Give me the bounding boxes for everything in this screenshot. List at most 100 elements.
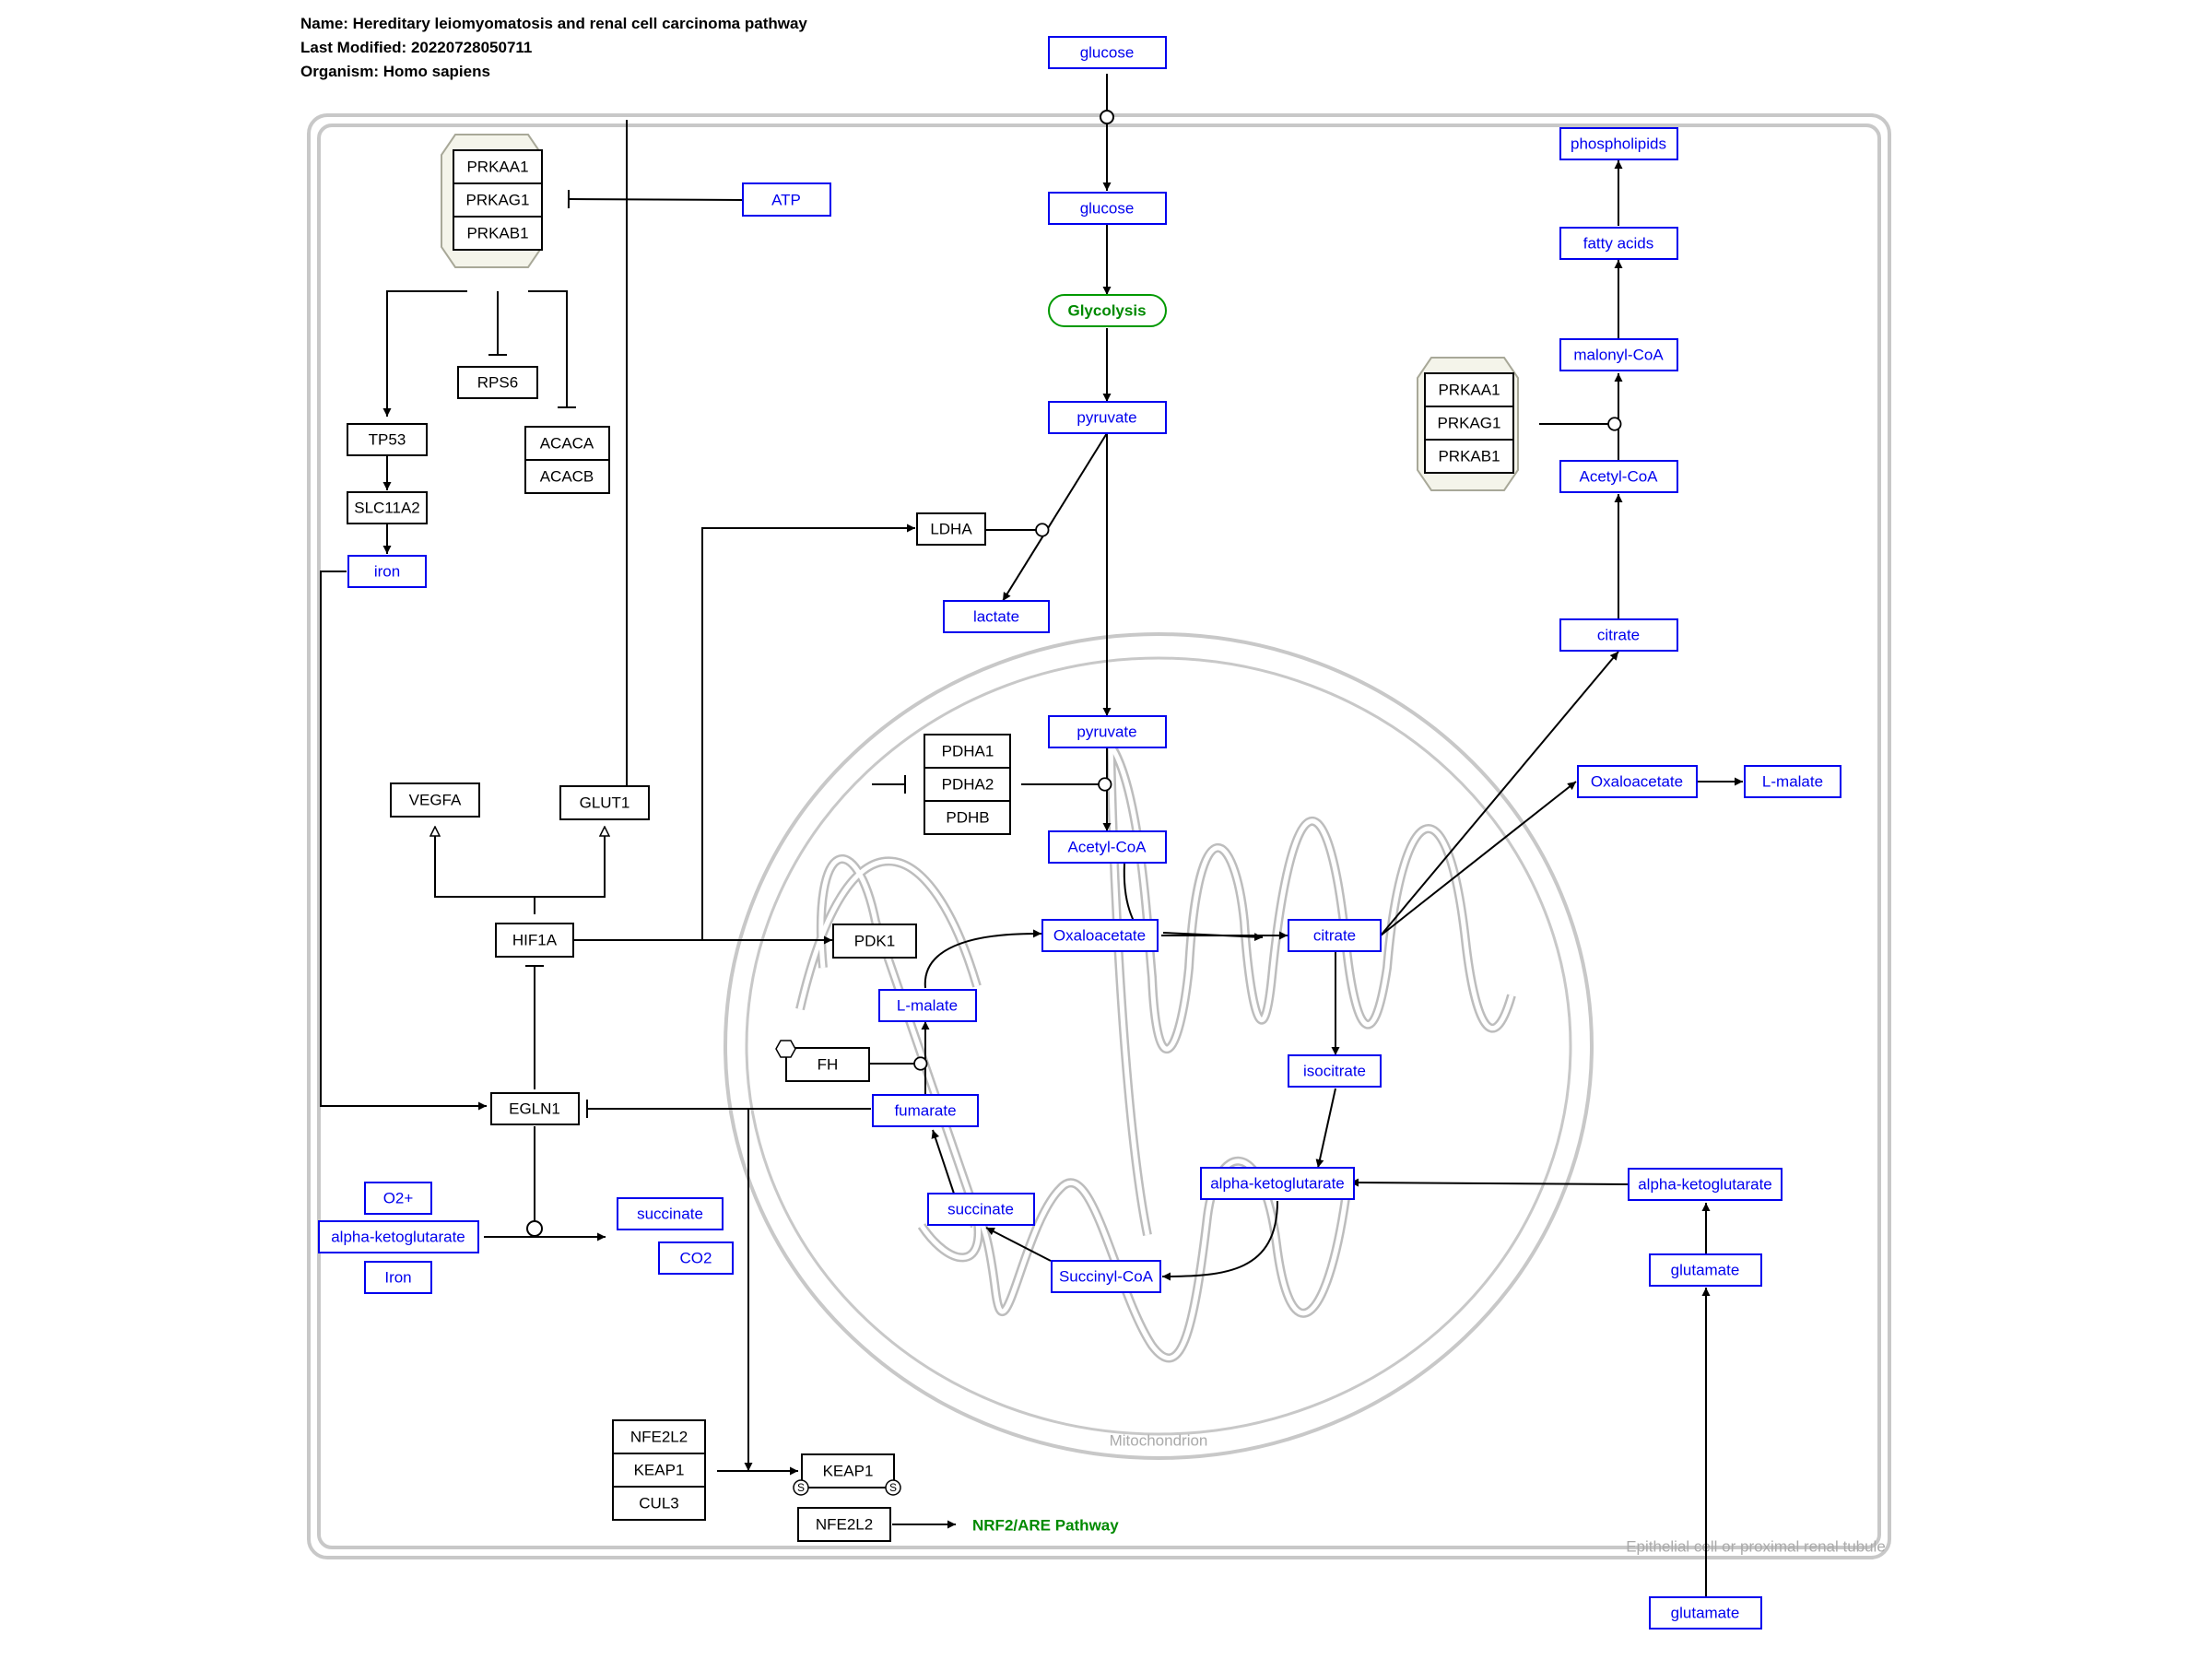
gene-tp53[interactable] xyxy=(347,423,428,456)
metabolite-fumarate[interactable] xyxy=(872,1094,979,1127)
metabolite-glutamate-cyto[interactable] xyxy=(1649,1253,1762,1287)
gene-pdk1-label: PDK1 xyxy=(854,933,895,950)
metabolite-succinate-mito[interactable] xyxy=(927,1193,1035,1226)
metabolite-iron[interactable] xyxy=(347,555,427,588)
organism: Organism: Homo sapiens xyxy=(300,63,490,80)
metabolite-fattyacids[interactable] xyxy=(1559,227,1678,260)
pathway-glycolysis-label: Glycolysis xyxy=(1067,302,1146,320)
gene-acacb[interactable] xyxy=(524,459,610,494)
pathway-glycolysis[interactable] xyxy=(1048,294,1167,327)
gene-acaca[interactable] xyxy=(524,426,610,461)
metabolite-atp-label: ATP xyxy=(771,192,801,209)
metabolite-co2[interactable] xyxy=(658,1241,734,1275)
metabolite-glucose[interactable] xyxy=(1048,192,1167,225)
gene-keap1-complex[interactable] xyxy=(612,1453,706,1488)
metabolite-lmalate-cyto[interactable] xyxy=(1744,765,1841,798)
metabolite-fattyacids-label: fatty acids xyxy=(1583,235,1654,253)
metabolite-malonylcoa[interactable] xyxy=(1559,338,1678,371)
metabolite-succinate-mito-label: succinate xyxy=(947,1201,1014,1218)
gene-vegfa[interactable] xyxy=(390,782,480,818)
metabolite-malonylcoa-label: malonyl-CoA xyxy=(1573,347,1664,364)
gene-pdhb-label: PDHB xyxy=(946,809,989,827)
gene-hif1a[interactable] xyxy=(495,923,574,958)
metabolite-fumarate-label: fumarate xyxy=(894,1102,956,1120)
metabolite-akg-mito[interactable] xyxy=(1200,1167,1355,1200)
metabolite-acetylcoa-mito[interactable] xyxy=(1048,830,1167,864)
metabolite-citrate-cyto[interactable] xyxy=(1559,618,1678,652)
metabolite-pyruvate-mito[interactable] xyxy=(1048,715,1167,748)
gene-fh[interactable] xyxy=(785,1047,870,1082)
cell-compartment xyxy=(307,113,1891,1559)
gene-pdk1[interactable] xyxy=(832,924,917,959)
metabolite-acetylcoa-cyto[interactable] xyxy=(1559,460,1678,493)
gene-cul3-label: CUL3 xyxy=(639,1495,678,1512)
metabolite-glucose-ext-label: glucose xyxy=(1080,44,1135,62)
metabolite-akg-cyto[interactable] xyxy=(1628,1168,1783,1201)
gene-glut1[interactable] xyxy=(559,785,650,820)
metabolite-phospholipids[interactable] xyxy=(1559,127,1678,160)
metabolite-pyruvate[interactable] xyxy=(1048,401,1167,434)
metabolite-isocitrate[interactable] xyxy=(1288,1054,1382,1088)
ampk-complex-2: PRKAA1 PRKAG1 PRKAB1 xyxy=(1417,357,1519,491)
gene-glut1-label: GLUT1 xyxy=(580,794,630,812)
metabolites: glucose glucose pyruvate lactate pyruvat… xyxy=(318,36,1841,1630)
pathway-nrf2[interactable]: NRF2/ARE Pathway xyxy=(972,1517,1119,1535)
metabolite-acetylcoa-cyto-label: Acetyl-CoA xyxy=(1579,468,1658,486)
gene-acaca-label: ACACA xyxy=(540,435,594,453)
metabolite-o2-label: O2+ xyxy=(383,1190,414,1207)
modification-s-right xyxy=(885,1479,901,1496)
metabolite-glutamate-ext[interactable] xyxy=(1649,1596,1762,1630)
gene-prkaa1-label: PRKAA1 xyxy=(466,159,528,176)
modification-s-left-label: S xyxy=(797,1481,805,1494)
metabolite-pyruvate-label: pyruvate xyxy=(1077,409,1136,427)
metabolite-akg-left[interactable] xyxy=(318,1220,479,1253)
metabolite-acetylcoa-mito-label: Acetyl-CoA xyxy=(1067,839,1147,856)
metabolite-co2-label: CO2 xyxy=(680,1250,712,1267)
metabolite-akg-mito-label: alpha-ketoglutarate xyxy=(1210,1175,1345,1193)
metabolite-atp[interactable] xyxy=(742,182,831,217)
metabolite-oxaloacetate-cyto[interactable] xyxy=(1577,765,1698,798)
metabolite-lmalate-mito-label: L-malate xyxy=(897,997,958,1015)
metabolite-oxaloacetate-mito[interactable] xyxy=(1041,919,1159,952)
gene-cul3[interactable] xyxy=(612,1486,706,1521)
metabolite-o2[interactable] xyxy=(364,1182,432,1215)
metabolite-glutamate-cyto-label: glutamate xyxy=(1671,1262,1740,1279)
gene-pdha2[interactable] xyxy=(924,767,1011,802)
metabolite-iron2[interactable] xyxy=(364,1261,432,1294)
gene-nfe2l2-complex-label: NFE2L2 xyxy=(630,1429,688,1446)
metabolite-glutamate-ext-label: glutamate xyxy=(1671,1605,1740,1622)
metabolite-succinylcoa[interactable] xyxy=(1051,1260,1161,1293)
gene-prkaa1-2[interactable] xyxy=(1424,372,1514,407)
gene-prkab1-2-label: PRKAB1 xyxy=(1438,448,1500,465)
metabolite-succinate-out-label: succinate xyxy=(637,1206,703,1223)
gene-prkaa1-2-label: PRKAA1 xyxy=(1438,382,1500,399)
interaction-edges xyxy=(320,74,1743,1597)
metabolite-citrate-mito-label: citrate xyxy=(1313,927,1356,945)
gene-prkab1-2[interactable] xyxy=(1424,439,1514,474)
metabolite-succinate-out[interactable] xyxy=(617,1197,724,1230)
cell-label: Epithelial cell or proximal renal tubule xyxy=(1626,1538,1886,1556)
genes: RPS6 TP53 SLC11A2 LDHA VEGFA GLUT1 HIF1A… xyxy=(347,366,986,1542)
gene-keap1[interactable] xyxy=(801,1453,895,1488)
gene-acacb-label: ACACB xyxy=(540,468,594,486)
metabolite-citrate-cyto-label: citrate xyxy=(1597,627,1640,644)
gene-slc11a2[interactable] xyxy=(347,491,428,524)
nrf-complex: NFE2L2 KEAP1 CUL3 xyxy=(612,1419,706,1521)
metabolite-akg-left-label: alpha-ketoglutarate xyxy=(331,1229,465,1246)
metabolite-isocitrate-label: isocitrate xyxy=(1303,1063,1366,1080)
metabolite-lactate[interactable] xyxy=(943,600,1050,633)
gene-pdha1-label: PDHA1 xyxy=(942,743,994,760)
gene-egln1[interactable] xyxy=(490,1092,580,1125)
gene-keap1-complex-label: KEAP1 xyxy=(634,1462,685,1479)
gene-pdhb[interactable] xyxy=(924,800,1011,835)
fh-hexagon-icon xyxy=(775,1040,796,1058)
metabolite-lmalate-mito[interactable] xyxy=(878,989,977,1022)
gene-prkab1[interactable] xyxy=(453,216,543,251)
gene-rps6[interactable] xyxy=(457,366,538,399)
gene-ldha[interactable] xyxy=(916,512,986,546)
metabolite-glucose-ext[interactable] xyxy=(1048,36,1167,69)
gene-pdha1[interactable] xyxy=(924,734,1011,769)
gene-nfe2l2[interactable] xyxy=(797,1507,891,1542)
metabolite-citrate-mito[interactable] xyxy=(1288,919,1382,952)
gene-prkag1-label: PRKAG1 xyxy=(466,192,530,209)
